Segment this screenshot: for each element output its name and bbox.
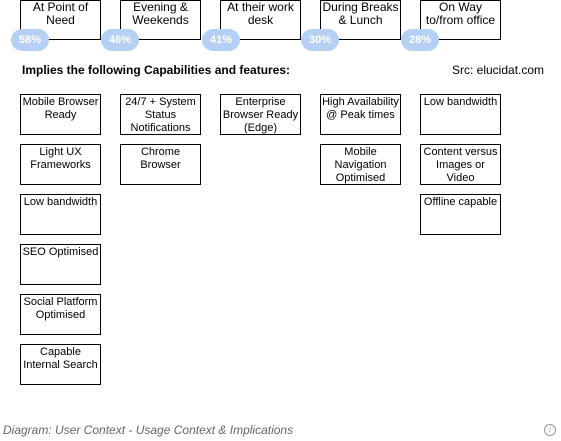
context-box-evening-weekends: Evening & Weekends — [120, 0, 201, 40]
capability-box: 24/7 + System Status Notifications — [120, 94, 201, 135]
info-icon[interactable]: i — [544, 424, 556, 436]
source-label: Src: elucidat.com — [452, 63, 545, 77]
context-box-work-desk: At their work desk — [220, 0, 301, 40]
capability-box: High Availability @ Peak times — [320, 94, 401, 135]
capability-box: Mobile Navigation Optimised — [320, 144, 401, 185]
capability-box: Offline capable — [420, 194, 501, 235]
usage-percent-badge: 46% — [101, 29, 139, 51]
capability-box: Mobile Browser Ready — [20, 94, 101, 135]
capability-box: Capable Internal Search — [20, 344, 101, 385]
capability-box: Enterprise Browser Ready (Edge) — [220, 94, 301, 135]
diagram-caption: Diagram: User Context - Usage Context & … — [3, 423, 294, 437]
usage-percent-badge: 41% — [202, 29, 240, 51]
capability-box: Low bandwidth — [420, 94, 501, 135]
usage-percent-badge: 58% — [11, 29, 49, 51]
capability-box: Chrome Browser — [120, 144, 201, 185]
usage-percent-badge: 28% — [401, 29, 439, 51]
capability-box: Low bandwidth — [20, 194, 101, 235]
capability-box: Light UX Frameworks — [20, 144, 101, 185]
capability-box: SEO Optimised — [20, 244, 101, 285]
capabilities-heading: Implies the following Capabilities and f… — [22, 63, 291, 77]
usage-percent-badge: 30% — [301, 29, 339, 51]
capability-box: Content versus Images or Video — [420, 144, 501, 185]
capability-box: Social Platform Optimised — [20, 294, 101, 335]
